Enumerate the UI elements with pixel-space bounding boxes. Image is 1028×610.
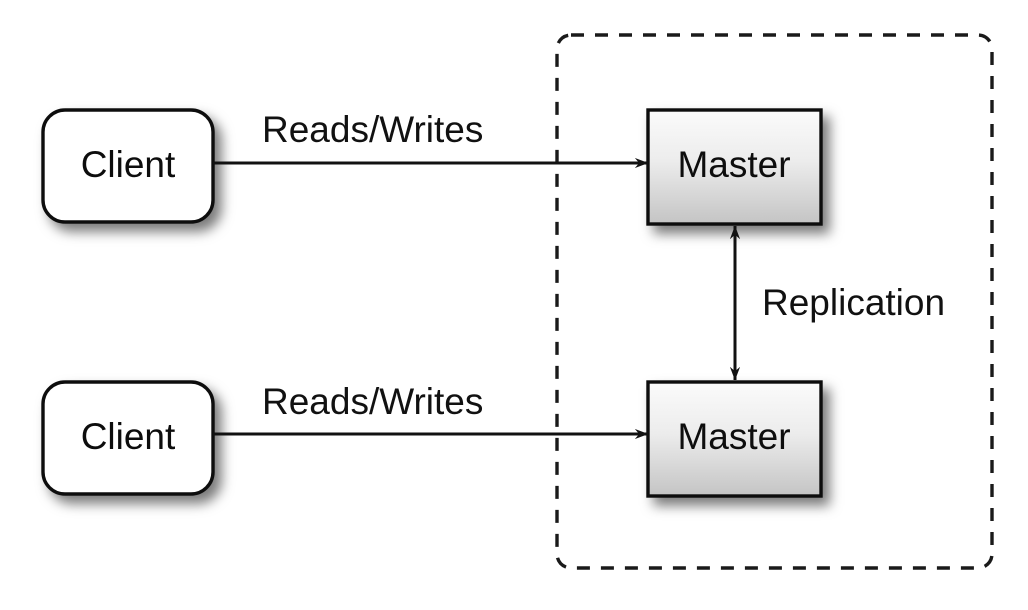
master-top-label: Master	[677, 144, 790, 185]
node-client-bottom[interactable]: Client	[41, 380, 215, 496]
master-top-shape	[646, 108, 823, 226]
client-bottom-shape	[41, 380, 215, 496]
reads-writes-bottom-label: Reads/Writes	[262, 381, 483, 422]
edge-master-replication: Replication	[729, 225, 945, 381]
node-client-top[interactable]: Client	[41, 108, 215, 224]
replication-label: Replication	[762, 282, 945, 323]
reads-writes-top-label: Reads/Writes	[262, 109, 483, 150]
master-bottom-shape	[646, 380, 823, 498]
node-master-bottom[interactable]: Master	[646, 380, 823, 498]
edge-client-top-to-master-top: Reads/Writes	[213, 109, 649, 169]
client-top-label: Client	[81, 144, 176, 185]
database-cluster-boundary	[555, 33, 994, 570]
node-master-top[interactable]: Master	[646, 108, 823, 226]
edge-client-bottom-to-master-bottom: Reads/Writes	[213, 381, 649, 440]
master-bottom-label: Master	[677, 416, 790, 457]
client-top-shape	[41, 108, 215, 224]
client-bottom-label: Client	[81, 416, 176, 457]
